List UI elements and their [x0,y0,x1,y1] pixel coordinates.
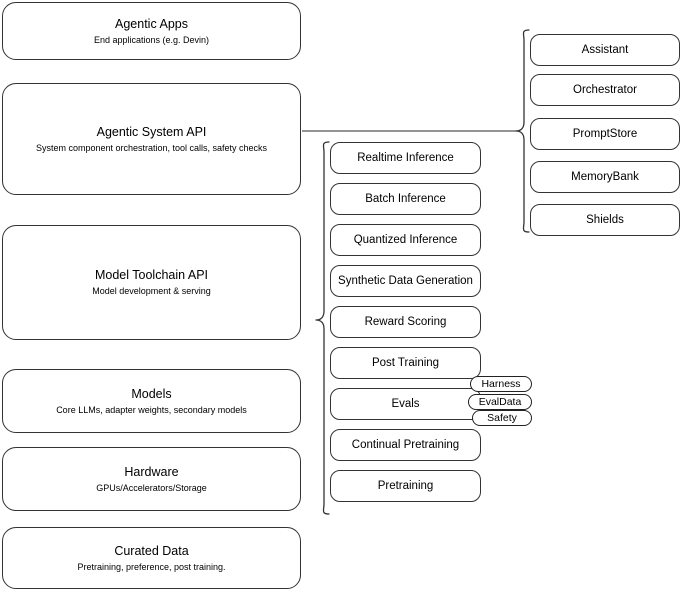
stack-layer-subtitle: GPUs/Accelerators/Storage [96,482,207,493]
stack-layer-agentic-system-api[interactable]: Agentic System API System component orch… [2,83,301,195]
stack-layer-subtitle: System component orchestration, tool cal… [35,142,268,153]
eval-tag-evaldata[interactable]: EvalData [468,394,532,410]
stack-layer-title: Hardware [124,464,179,479]
agentic-component-promptstore[interactable]: PromptStore [530,118,680,150]
capability-continual-pretraining[interactable]: Continual Pretraining [330,429,481,461]
stack-layer-curated-data[interactable]: Curated Data Pretraining, preference, po… [2,527,301,589]
stack-layer-subtitle: Model development & serving [92,286,211,296]
agentic-component-shields[interactable]: Shields [530,204,680,236]
capability-reward-scoring[interactable]: Reward Scoring [330,306,481,338]
stack-layer-title: Curated Data [114,543,189,558]
eval-tag-harness[interactable]: Harness [470,376,532,392]
stack-layer-title: Agentic Apps [115,16,188,31]
capability-realtime-inference[interactable]: Realtime Inference [330,142,481,174]
stack-layer-title: Models [131,386,172,401]
agentic-component-assistant[interactable]: Assistant [530,34,680,66]
stack-layer-title: Model Toolchain API [94,268,209,282]
capability-evals[interactable]: Evals [330,388,481,420]
capability-batch-inference[interactable]: Batch Inference [330,183,481,215]
capability-post-training[interactable]: Post Training [330,347,481,379]
capability-pretraining[interactable]: Pretraining [330,470,481,502]
stack-layer-agentic-apps[interactable]: Agentic Apps End applications (e.g. Devi… [2,2,301,60]
stack-layer-subtitle: Core LLMs, adapter weights, secondary mo… [56,404,247,415]
capability-synthetic-data-generation[interactable]: Synthetic Data Generation [330,265,481,297]
stack-layer-models[interactable]: Models Core LLMs, adapter weights, secon… [2,369,301,433]
brace-agentic-components [515,29,530,233]
eval-tag-safety[interactable]: Safety [472,410,532,426]
capability-quantized-inference[interactable]: Quantized Inference [330,224,481,256]
stack-layer-model-toolchain-api[interactable]: Model Toolchain API Model development & … [2,225,301,340]
stack-layer-subtitle: End applications (e.g. Devin) [93,34,210,45]
stack-layer-hardware[interactable]: Hardware GPUs/Accelerators/Storage [2,447,301,511]
stack-layer-subtitle: Pretraining, preference, post training. [77,561,226,572]
stack-layer-title: Agentic System API [96,124,207,139]
agentic-component-memorybank[interactable]: MemoryBank [530,161,680,193]
brace-toolchain-capabilities [315,141,330,515]
agentic-component-orchestrator[interactable]: Orchestrator [530,74,680,106]
